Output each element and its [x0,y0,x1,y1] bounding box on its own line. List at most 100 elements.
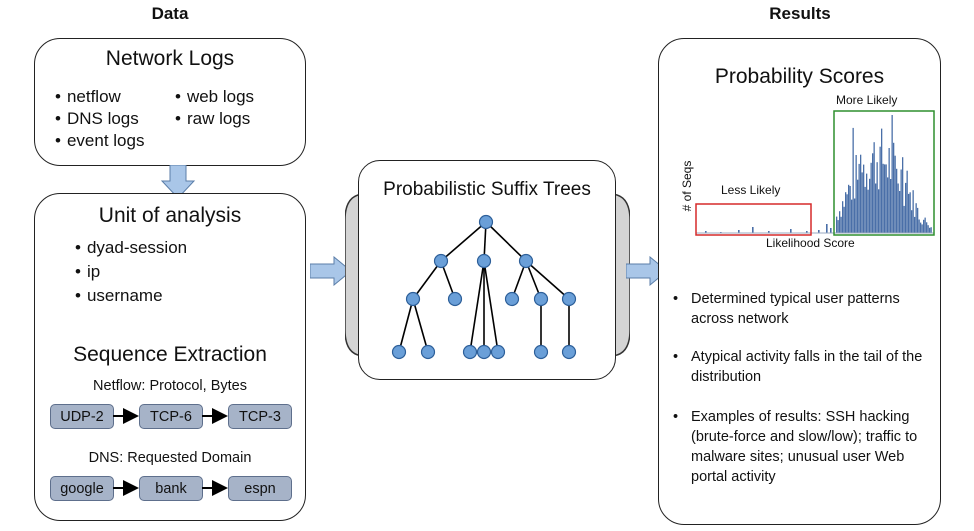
tree-node [478,214,494,230]
histogram-bar [752,227,754,233]
unit-of-analysis-box: Unit of analysis dyad-session ip usernam… [34,193,306,521]
histogram-bar [903,205,905,233]
tree-node [420,344,436,360]
histogram-bar [870,162,872,233]
less-likely-label: Less Likely [721,183,781,197]
tree-node [391,344,407,360]
histogram-bar [869,178,871,233]
histogram-bar [768,231,770,233]
tree-node [476,253,492,269]
tree-node [462,344,478,360]
dns-chip-bank: bank [139,476,203,501]
less-likely-box [695,203,812,236]
histogram-bar [806,231,808,233]
right-arrow-icon [310,256,352,286]
histogram-bar [882,163,884,233]
tree-node [447,291,463,307]
histogram-bar [917,207,919,233]
dns-label: DNS: Requested Domain [88,450,252,466]
likelihood-score-label: Likelihood Score [766,236,855,250]
unit-item-ip: ip [75,262,100,282]
results-box: Probability Scores Determined typical us… [658,38,941,525]
unit-of-analysis-title: Unit of analysis [98,204,242,227]
tree-node [433,253,449,269]
histogram-bar [854,198,856,233]
histogram-bar [876,162,878,233]
histogram-bar [857,179,859,233]
netflow-chip-tcp3: TCP-3 [228,404,292,429]
seqs-axis-label: # of Seqs [680,160,694,212]
histogram-bar [845,192,847,233]
histogram-bar [839,211,841,233]
histogram-bar [861,172,863,233]
probability-scores-title: Probability Scores [714,65,885,88]
histogram-bar [837,220,839,233]
histogram-bar [909,192,911,233]
data-heading: Data [151,4,189,23]
histogram-bar [894,155,896,233]
histogram-bar [930,227,932,233]
histogram-bar [887,177,889,233]
histogram-bar [926,222,928,233]
histogram-bar [899,191,901,233]
histogram-bar [884,164,886,233]
histogram-bar [855,155,857,233]
histogram-bar [921,224,923,233]
histogram-bar [843,206,845,233]
unit-item-username: username [75,286,163,306]
histogram-bar [873,142,875,233]
histogram-bar [924,217,926,233]
histogram-bar [836,216,838,233]
histogram-bar [849,186,851,233]
tree-node [476,344,492,360]
sequence-extraction-title: Sequence Extraction [73,343,267,366]
histogram-bar [878,189,880,233]
histogram-bar [914,216,916,233]
histogram-bar [906,170,908,233]
histogram-bar [923,219,925,233]
tree-node [561,344,577,360]
tree-node [518,253,534,269]
histogram-bar [852,127,854,233]
histogram-bar [897,183,899,233]
histogram-bar [885,164,887,233]
log-item-event: event logs [55,131,145,151]
more-likely-label: More Likely [836,93,898,107]
histogram-bar [911,210,913,233]
netflow-chip-udp2: UDP-2 [50,404,114,429]
histogram-bar [872,153,874,233]
histogram-bar [908,193,910,233]
log-item-netflow: netflow [55,87,121,107]
histogram-bar [840,216,842,233]
network-logs-box: Network Logs netflow DNS logs event logs… [34,38,306,166]
histogram-bar [879,146,881,233]
histogram-bar [881,128,883,233]
histogram-bar [890,179,892,233]
histogram-bar [858,163,860,233]
histogram-bar [918,219,920,233]
histogram-bar [860,154,862,233]
histogram-bar [738,230,740,233]
histogram-bar [905,182,907,233]
pst-title: Probabilistic Suffix Trees [383,179,591,200]
down-arrow-icon [160,165,196,199]
histogram-bar [790,229,792,233]
histogram-bar [830,228,832,233]
histogram-bar [863,164,865,233]
histogram-bar [842,201,844,233]
results-heading: Results [769,4,831,23]
histogram-bar [912,190,914,233]
tree-node [405,291,421,307]
more-likely-box [833,110,935,236]
histogram-bar [927,225,929,233]
log-item-web: web logs [175,87,254,107]
histogram-bar [920,222,922,233]
tree-node [504,291,520,307]
histogram-bar [866,173,868,233]
histogram-bar [900,169,902,233]
dns-chip-google: google [50,476,114,501]
histogram-bar [864,186,866,233]
histogram-bar [893,142,895,233]
tree-node [533,291,549,307]
